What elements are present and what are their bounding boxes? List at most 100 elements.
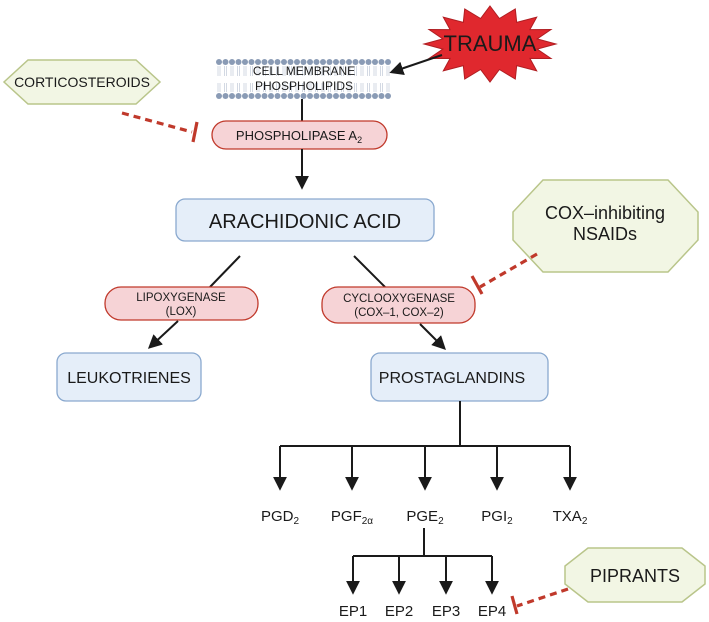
lipid-head — [333, 59, 339, 65]
lipid-head — [281, 59, 287, 65]
lipid-head — [248, 93, 255, 99]
lipid-head — [261, 59, 268, 65]
lipid-head — [385, 59, 391, 65]
lipid-head — [372, 59, 378, 65]
lipid-head — [352, 59, 359, 65]
aa-to-lox-line — [209, 255, 241, 288]
nsaids-inhibition-bar — [470, 275, 484, 295]
corticosteroids-label: CORTICOSTEROIDS — [14, 74, 150, 90]
lipoxygenase-label-line1: LIPOXYGENASE — [136, 292, 226, 304]
membrane-label-line1: CELL MEMBRANE — [253, 64, 355, 78]
leukotrienes-box — [56, 352, 202, 402]
receptor-label: EP2 — [385, 603, 413, 620]
prostanoid-label: PGE2 — [406, 508, 444, 527]
prostanoid-labels: PGD2 PGF2α PGE2 PGI2 TXA2 — [261, 508, 588, 527]
receptor-label: EP3 — [432, 603, 460, 620]
lipid-head — [313, 59, 320, 65]
lipid-head — [255, 59, 261, 65]
cyclooxygenase-label-line2: (COX–1, COX–2) — [354, 307, 444, 319]
receptor-label: EP1 — [339, 603, 367, 620]
lipid-head — [216, 59, 222, 65]
lipid-head — [222, 59, 229, 65]
lipoxygenase-box — [104, 286, 259, 321]
lox-to-lt-arrow — [147, 320, 179, 349]
lipid-head — [300, 93, 307, 99]
prostanoid-label: PGD2 — [261, 508, 300, 527]
lipid-head — [268, 59, 274, 65]
aa-to-cox-line — [353, 255, 386, 288]
lipid-head — [235, 93, 242, 99]
lipid-head — [261, 93, 268, 99]
lipid-head — [287, 59, 294, 65]
lipid-head — [268, 93, 274, 99]
lipid-head — [255, 93, 261, 99]
lipid-head — [359, 93, 365, 99]
lipid-head — [313, 93, 320, 99]
nsaids-box — [512, 179, 699, 273]
piprants-box — [564, 547, 706, 603]
lipid-head — [222, 93, 229, 99]
cyclooxygenase-box — [321, 286, 476, 324]
arachidonic-acid-label: ARACHIDONIC ACID — [209, 211, 401, 233]
phospholipase-a2-box — [211, 120, 388, 150]
lipid-head — [229, 93, 235, 99]
ep-receptor-labels: EP1 EP2 EP3 EP4 — [339, 603, 506, 620]
lipid-head — [372, 93, 378, 99]
prostaglandins-label: PROSTAGLANDINS — [379, 370, 525, 387]
prostanoid-label: PGI2 — [481, 508, 513, 527]
lipid-head — [320, 93, 326, 99]
lipid-head — [294, 59, 300, 65]
trauma-burst: TRAUMA — [422, 5, 558, 83]
lipid-head — [300, 59, 307, 65]
lipid-head — [242, 93, 248, 99]
lipid-head — [229, 59, 235, 65]
lipid-head — [307, 93, 313, 99]
corticosteroids-box — [2, 59, 162, 105]
cell-membrane-icon — [216, 59, 391, 99]
nsaids-inhibition-line — [479, 252, 538, 289]
leukotrienes-label: LEUKOTRIENES — [67, 370, 191, 387]
lipid-head — [248, 59, 255, 65]
lipid-head — [235, 59, 242, 65]
lipid-head — [385, 93, 391, 99]
cyclooxygenase-label-line1: CYCLOOXYGENASE — [343, 293, 455, 305]
piprants-inhibition-line — [516, 587, 569, 608]
lipid-head — [294, 93, 300, 99]
lipid-head — [287, 93, 294, 99]
lipid-head — [365, 93, 372, 99]
lipid-head — [326, 93, 333, 99]
lipid-head — [365, 59, 372, 65]
cox-to-pg-arrow — [419, 323, 446, 350]
trauma-arrow — [389, 54, 443, 76]
lipid-head — [326, 59, 333, 65]
lipid-head — [378, 93, 385, 99]
membrane-label-line2: PHOSPHOLIPIDS — [255, 79, 353, 93]
lipid-head — [242, 59, 248, 65]
pg-tree-arrows — [273, 446, 577, 491]
receptor-label: EP4 — [478, 603, 506, 620]
nsaids-label-line1: COX–inhibiting — [545, 203, 665, 223]
lipid-head — [359, 59, 365, 65]
lipoxygenase-label-line2: (LOX) — [166, 306, 197, 318]
lipid-head — [378, 59, 385, 65]
arachidonic-acid-box — [175, 198, 435, 242]
phospholipase-a2-label: PHOSPHOLIPASE A2 — [236, 128, 362, 145]
ep-tree-arrows — [346, 556, 499, 595]
piprants-inhibition-bar — [510, 595, 519, 615]
lipid-head — [339, 93, 346, 99]
lipid-head — [307, 59, 313, 65]
prostanoid-label: PGF2α — [331, 508, 373, 527]
corticosteroids-inhibition-bar — [191, 121, 199, 143]
lipid-head — [281, 93, 287, 99]
lipid-head — [320, 59, 326, 65]
lipid-head — [216, 93, 222, 99]
lipid-head — [352, 93, 359, 99]
trauma-label: TRAUMA — [444, 31, 537, 56]
prostanoid-label: TXA2 — [553, 508, 588, 527]
lipid-head — [346, 93, 352, 99]
lipid-head — [339, 59, 346, 65]
lipid-head — [274, 59, 281, 65]
corticosteroids-inhibition-line — [121, 111, 193, 134]
nsaids-label-line2: NSAIDs — [573, 224, 637, 244]
